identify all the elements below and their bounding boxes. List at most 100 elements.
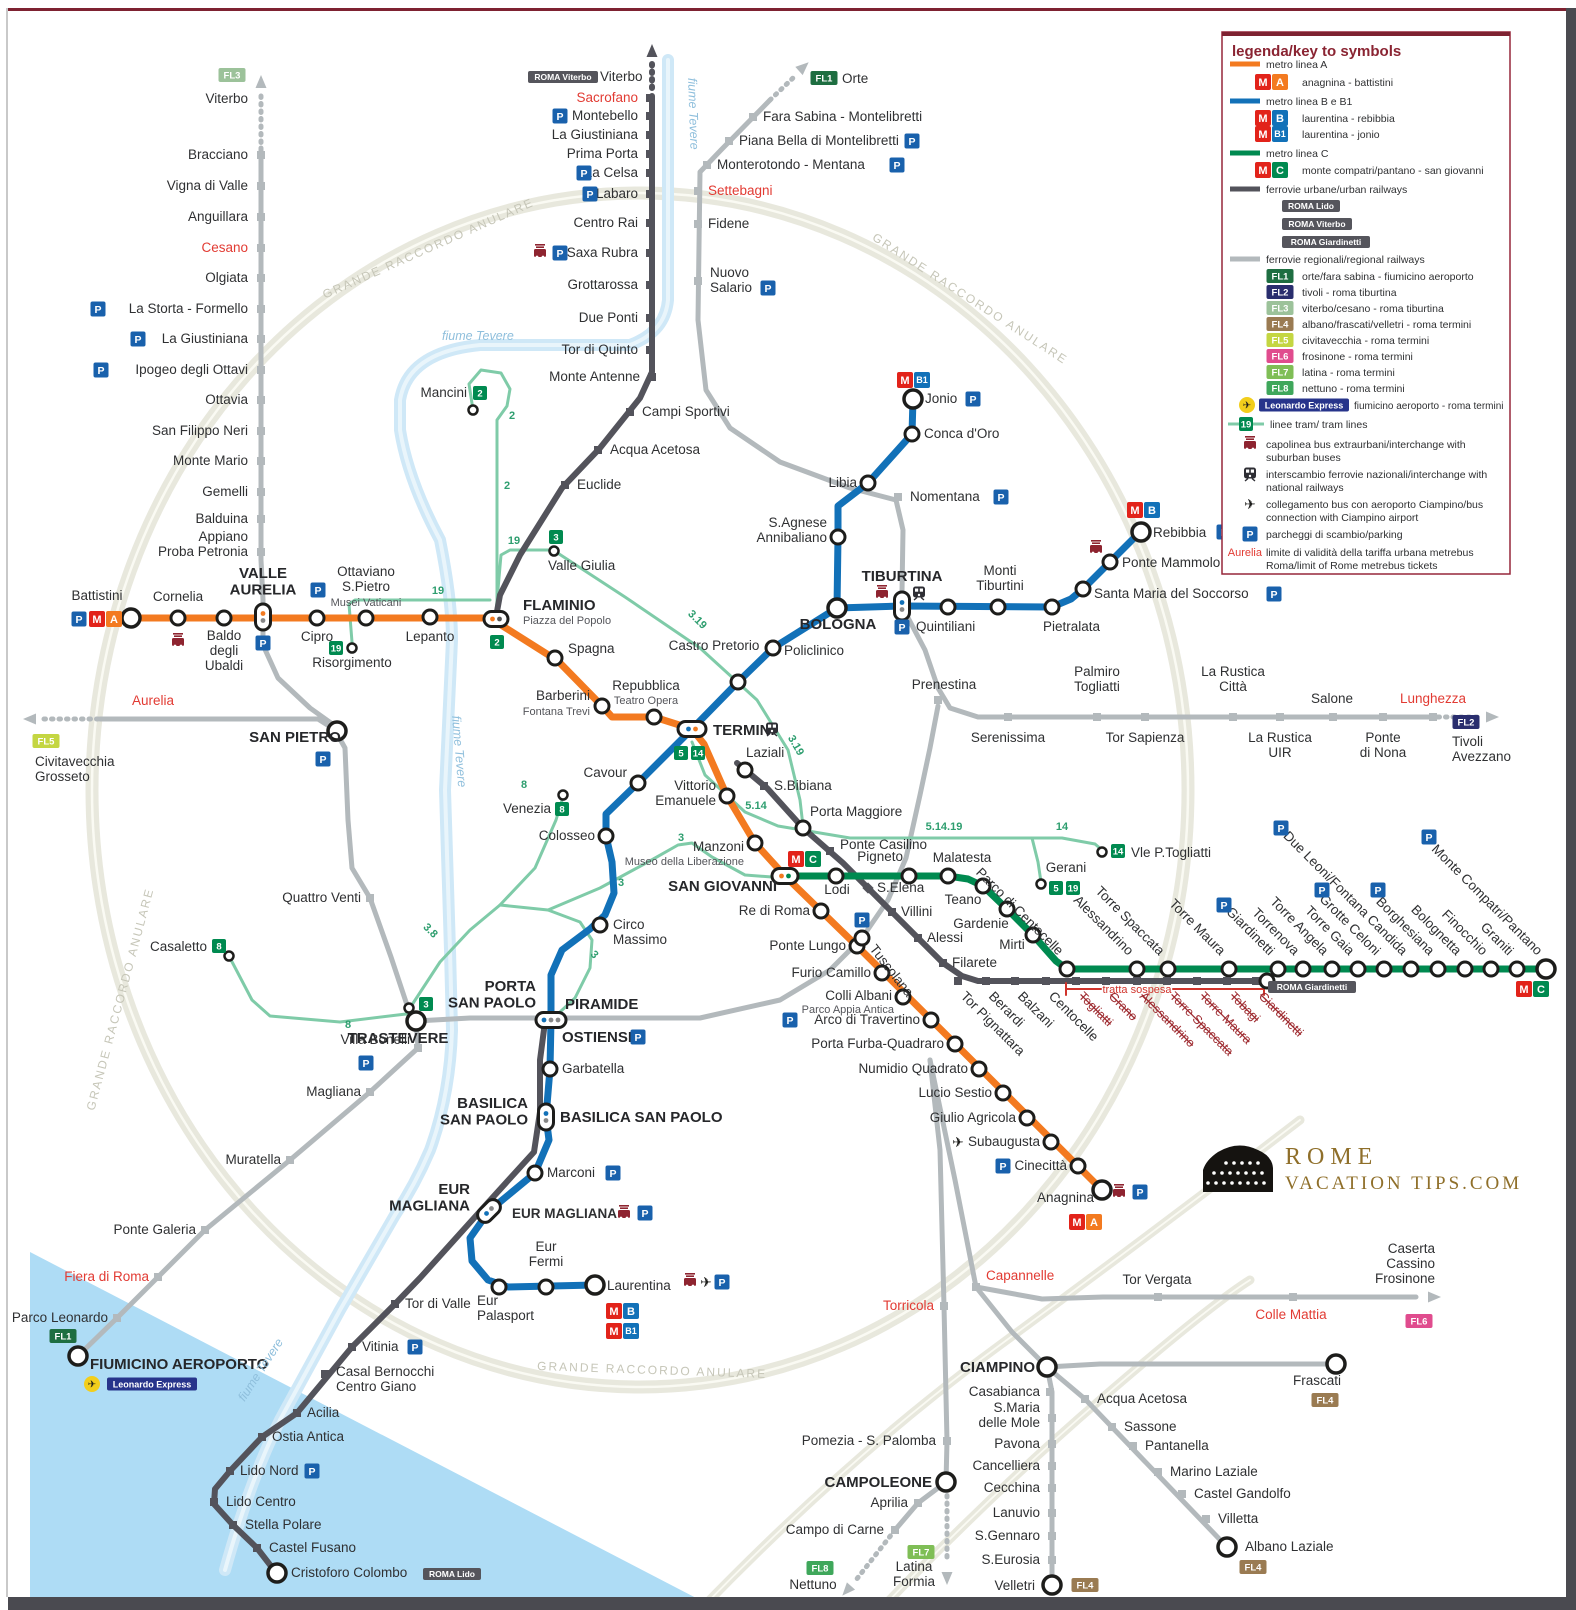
tram-stop-marker: [1035, 878, 1047, 890]
badge-box: [1111, 844, 1125, 858]
station-label: Serenissima: [971, 730, 1046, 745]
station-laziali: Laziali: [736, 745, 784, 779]
badge-text: P: [908, 136, 915, 148]
station-label: Laziali: [746, 745, 784, 760]
badge-box: [1272, 162, 1288, 178]
station-label: Jonio: [925, 391, 957, 406]
station-label: Fara Sabina - Montelibretti: [763, 109, 922, 124]
road-label: GRANDE RACCORDO ANULARE: [320, 195, 536, 301]
map-label: fiume Tevere: [449, 715, 469, 788]
station-marker: [1074, 580, 1092, 598]
station-marker: [994, 1084, 1012, 1102]
station-tick: [626, 408, 634, 416]
station-tick: [229, 1521, 237, 1529]
station-label: Pantanella: [1145, 1438, 1209, 1453]
station-label: Lido Centro: [226, 1494, 296, 1509]
station-marker: [1036, 1356, 1058, 1378]
badge-text: P: [1246, 529, 1253, 541]
station-cornelia: Cornelia: [153, 589, 204, 648]
station-marker: [1041, 1574, 1063, 1596]
station-marker: [935, 1471, 957, 1493]
station-marker: [736, 761, 754, 779]
station-tick: [257, 548, 265, 556]
station-label: Olgiata: [205, 270, 248, 285]
station-label: Ostia Antica: [272, 1429, 345, 1444]
legend-row: metro linea C: [1230, 148, 1329, 160]
station-label: Libia: [828, 475, 857, 490]
station-tick: [646, 219, 654, 227]
legend-row: ROMA Giardinetti: [1282, 236, 1370, 248]
badge-text: B: [1276, 113, 1284, 125]
station-tick: [257, 488, 265, 496]
badge-text: A: [1090, 1217, 1098, 1229]
station-marker: [989, 598, 1007, 616]
station-marino-laziale: Marino Laziale: [1154, 1464, 1258, 1479]
station-mirti: Mirti: [999, 926, 1042, 952]
suburban-bus-icon: [1244, 436, 1256, 451]
badge-box: [1272, 110, 1288, 126]
station-monte-mario: Monte Mario: [173, 453, 265, 468]
station-label: Ponte Lungo: [769, 938, 846, 953]
station-label: Euclide: [577, 477, 621, 492]
station-label: Giulio Agricola: [930, 1110, 1017, 1125]
badge-box: [1421, 829, 1437, 845]
station-label: Casaletto: [150, 939, 207, 954]
station-label: Sacrofano: [576, 90, 638, 105]
station-porta-furba-quadraro: Porta Furba-Quadraro: [811, 1035, 964, 1053]
station-label: Prenestina: [912, 677, 977, 692]
station-tick: [258, 1433, 266, 1441]
station-s-elena: S.Elena: [862, 880, 925, 895]
station-marker: [1220, 960, 1238, 978]
legend-text: metro linea B e B1: [1266, 96, 1353, 108]
station-marker: [645, 708, 663, 726]
station-marker: [1456, 960, 1474, 978]
station-campi-sportivi: Campi Sportivi: [626, 404, 730, 419]
airport-icon: ✈: [952, 1134, 964, 1150]
colosseum-arch: [1232, 1161, 1236, 1165]
station-marker: [593, 697, 611, 715]
legend-row: ROMA Viterbo: [1282, 218, 1352, 230]
station-porta-maggiore: Porta Maggiore: [794, 804, 902, 837]
badge-box: [606, 1303, 622, 1319]
map-label: 3: [618, 877, 624, 889]
badge-box: [907, 1545, 935, 1559]
station-albano-laziale: Albano Laziale: [1216, 1536, 1334, 1558]
station-marker: [1069, 1157, 1087, 1175]
station-label: Villetta: [1218, 1511, 1259, 1526]
station-diamond: [862, 882, 874, 894]
badge-box: [1272, 74, 1288, 90]
station-label: Ponte Mammolo: [1122, 555, 1220, 570]
badge-text: P: [556, 248, 563, 260]
station-label: Fidene: [708, 216, 749, 231]
station-label: Villa Bonelli: [340, 1032, 410, 1047]
colosseum-arch: [1224, 1161, 1228, 1165]
station-label: CIAMPINO: [960, 1359, 1035, 1376]
legend-text: capolinea bus extraurbani/interchange wi…: [1266, 439, 1466, 451]
station-pavona: Pavona: [994, 1436, 1056, 1451]
colosseum-arch: [1228, 1171, 1232, 1175]
badge-text: B: [1148, 505, 1156, 517]
badge-text: FL3: [224, 70, 241, 81]
interchange-dot: [541, 1017, 547, 1023]
station-label: Vle P.Togliatti: [1131, 845, 1211, 860]
suburban-bus-icon: [876, 585, 888, 600]
badge-text: FL1: [1272, 271, 1290, 282]
station-balduina: Balduina: [195, 511, 265, 526]
station-tick: [1048, 1532, 1056, 1540]
station-marker: [900, 867, 918, 885]
map-label: 3.8: [420, 921, 439, 940]
tram-stop-marker: [467, 404, 479, 416]
station-label: Lido Nord: [240, 1463, 299, 1478]
